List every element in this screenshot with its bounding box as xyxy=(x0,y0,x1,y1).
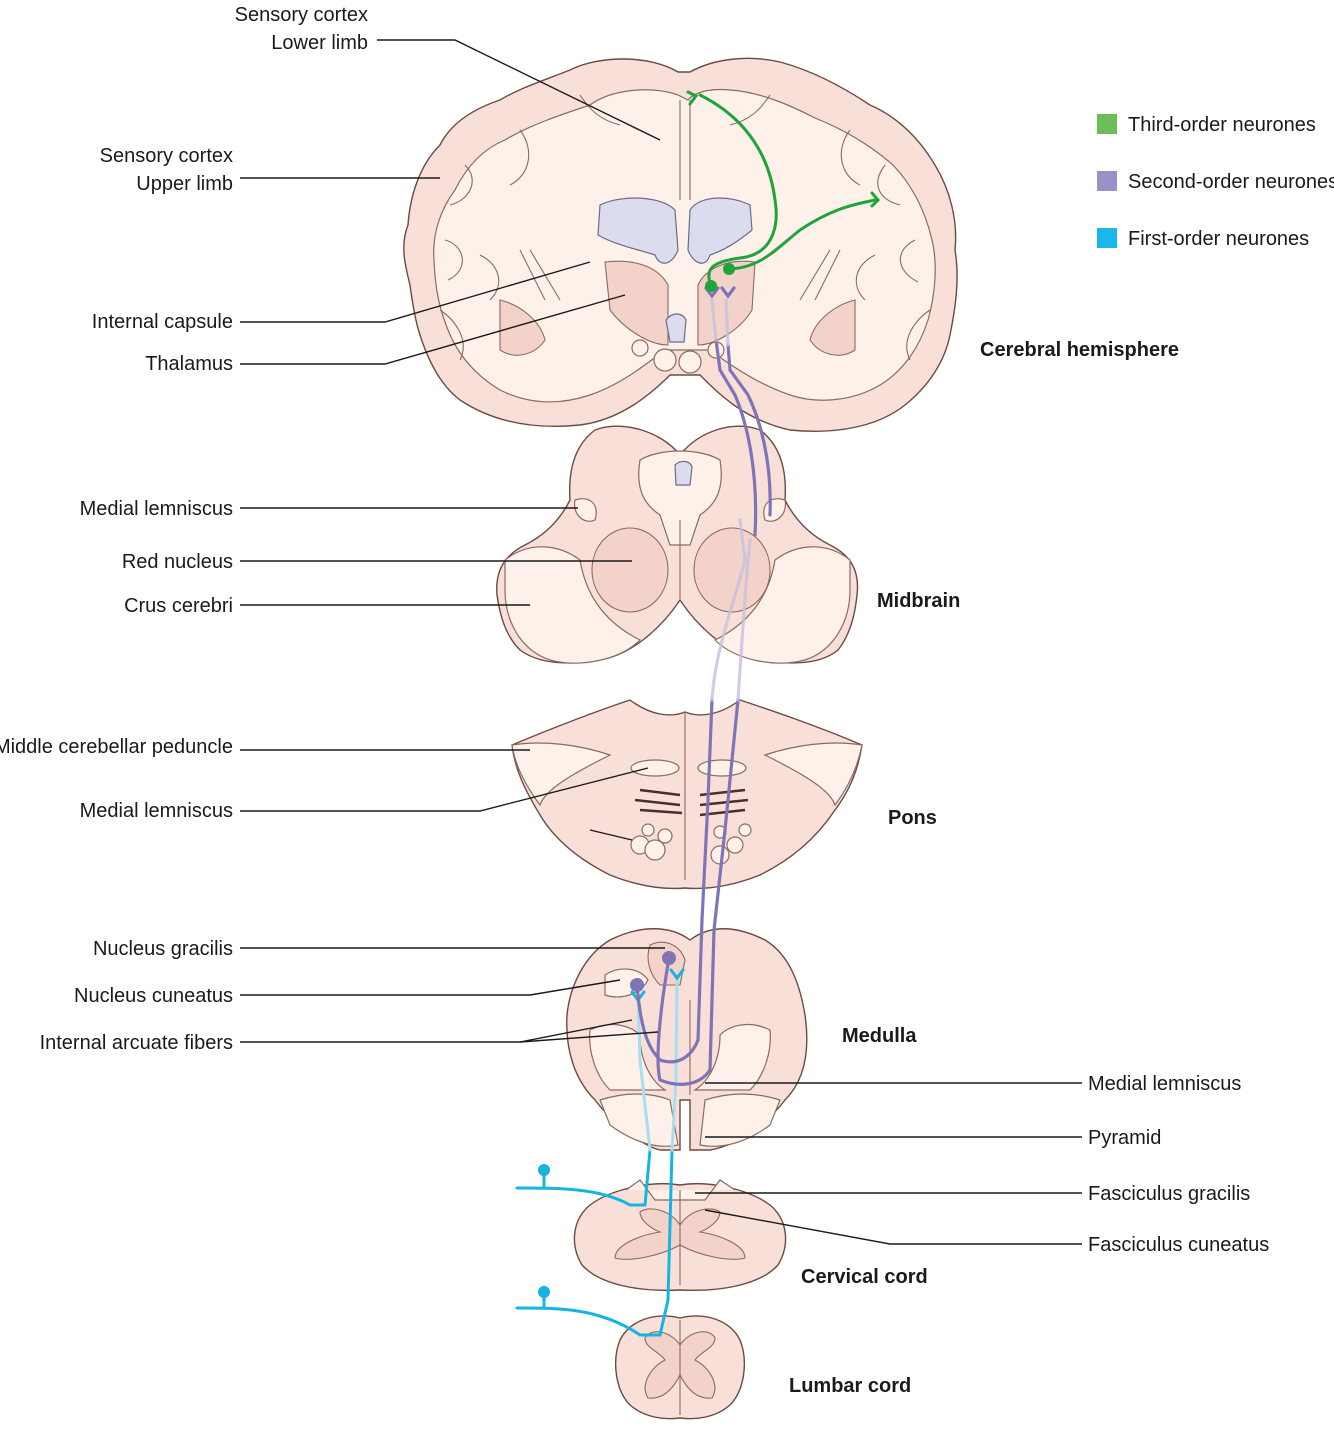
first-order-cell-body-upper xyxy=(538,1164,550,1176)
second-order-neurone-paths xyxy=(630,286,772,1086)
first-order-neurone-paths xyxy=(515,968,685,1337)
pons-section xyxy=(511,699,863,890)
structure-labels: Sensory cortex Lower limb Sensory cortex… xyxy=(0,4,1269,1256)
first-order-cell-body-lower xyxy=(538,1286,550,1298)
cervical-cord-section xyxy=(573,1179,787,1292)
legend-swatch-first-order xyxy=(1097,228,1117,248)
legend-swatch-third-order xyxy=(1097,114,1117,134)
region-pons: Pons xyxy=(888,807,937,829)
label-sensory-cortex-lower: Sensory cortex xyxy=(235,4,368,26)
lumbar-cord-section xyxy=(615,1315,745,1420)
legend-swatch-second-order xyxy=(1097,171,1117,191)
label-medial-lemniscus-midbrain: Medial lemniscus xyxy=(80,498,233,520)
region-midbrain: Midbrain xyxy=(877,590,960,612)
label-upper-limb: Upper limb xyxy=(136,173,233,195)
label-fasciculus-gracilis: Fasciculus gracilis xyxy=(1088,1183,1250,1205)
legend: Third-order neurones Second-order neuron… xyxy=(1097,114,1334,250)
legend-label-second-order: Second-order neurones xyxy=(1128,171,1334,193)
label-middle-cerebellar-peduncle: Middle cerebellar peduncle xyxy=(0,736,233,758)
region-medulla: Medulla xyxy=(842,1025,917,1047)
cerebral-hemisphere-section xyxy=(403,57,958,432)
midbrain-section xyxy=(496,425,859,664)
label-medial-lemniscus-pons: Medial lemniscus xyxy=(80,800,233,822)
leader-lines xyxy=(240,39,1082,1245)
label-crus-cerebri: Crus cerebri xyxy=(124,595,233,617)
label-internal-arcuate-fibers: Internal arcuate fibers xyxy=(40,1032,233,1054)
region-cerebral-hemisphere: Cerebral hemisphere xyxy=(980,339,1179,361)
label-fasciculus-cuneatus: Fasciculus cuneatus xyxy=(1088,1234,1269,1256)
region-labels: Cerebral hemisphere Midbrain Pons Medull… xyxy=(789,339,1179,1397)
third-order-neurone-paths xyxy=(686,90,881,292)
region-lumbar-cord: Lumbar cord xyxy=(789,1375,911,1397)
label-pyramid: Pyramid xyxy=(1088,1127,1161,1149)
label-nucleus-cuneatus: Nucleus cuneatus xyxy=(74,985,233,1007)
legend-label-first-order: First-order neurones xyxy=(1128,228,1309,250)
label-red-nucleus: Red nucleus xyxy=(122,551,233,573)
label-internal-capsule: Internal capsule xyxy=(92,311,233,333)
medulla-section xyxy=(566,928,808,1151)
label-lower-limb: Lower limb xyxy=(271,32,368,54)
label-sensory-cortex-upper: Sensory cortex xyxy=(100,145,233,167)
legend-label-third-order: Third-order neurones xyxy=(1128,114,1316,136)
label-medial-lemniscus-medulla: Medial lemniscus xyxy=(1088,1073,1241,1095)
label-nucleus-gracilis: Nucleus gracilis xyxy=(93,938,233,960)
label-thalamus: Thalamus xyxy=(145,353,233,375)
region-cervical-cord: Cervical cord xyxy=(801,1266,928,1288)
